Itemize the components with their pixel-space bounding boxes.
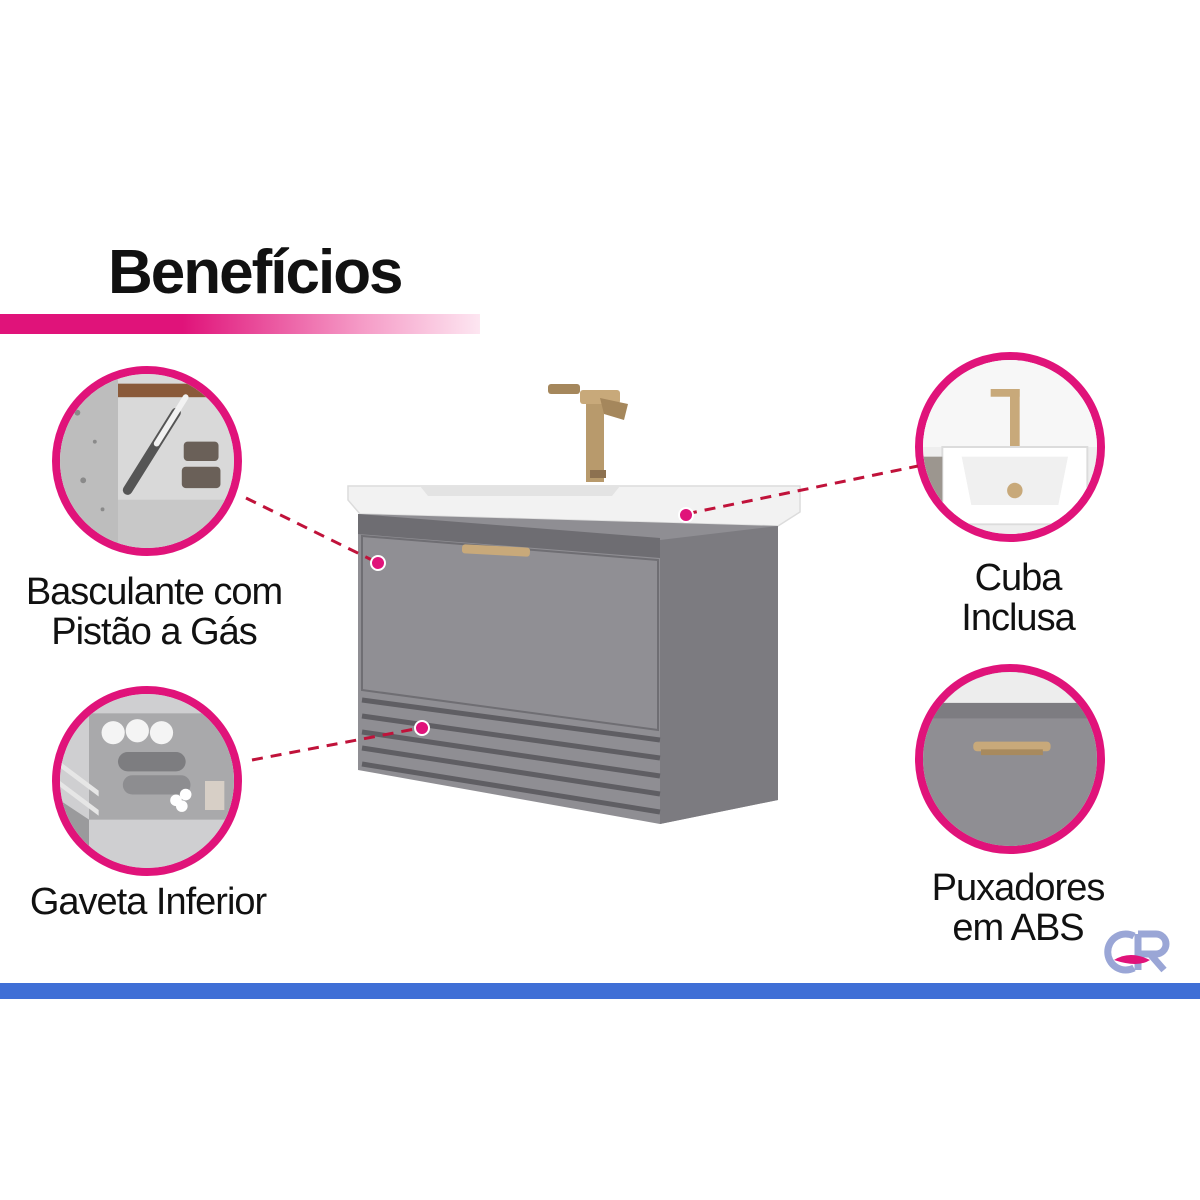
drawer-icon (52, 686, 242, 876)
handles-feature-label: Puxadores em ABS (931, 867, 1106, 949)
drawer-feature-label: Gaveta Inferior (29, 881, 267, 923)
tilt-feature-label: Basculante com Pistão a Gás (25, 571, 283, 653)
bottom-accent-bar (0, 983, 1200, 999)
basin-icon (915, 352, 1105, 542)
title-underline (0, 314, 480, 334)
faucet-icon (548, 384, 628, 482)
basin-feature-label: Cuba Inclusa (961, 557, 1075, 639)
brand-logo (1104, 930, 1170, 974)
handle-icon (915, 664, 1105, 854)
gas-piston-icon (52, 366, 242, 556)
page-title: Benefícios (108, 238, 404, 307)
